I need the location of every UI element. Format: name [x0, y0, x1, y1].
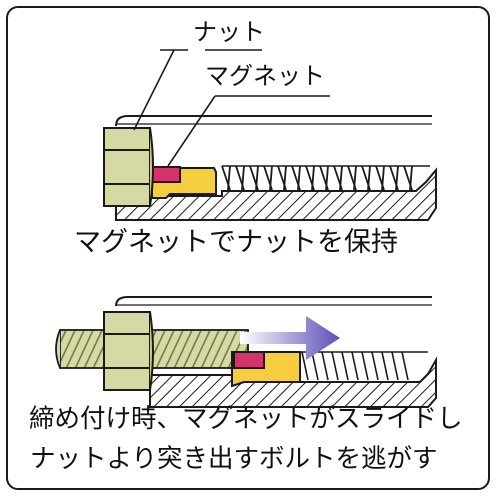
bottom-socket-section	[55, 296, 437, 408]
bolt	[55, 329, 249, 369]
nut-top	[103, 127, 154, 207]
diagram-frame	[6, 6, 490, 490]
caption-holding: マグネットでナットを保持	[74, 227, 398, 258]
label-nut: ナット	[193, 18, 265, 46]
caption-line1: 締め付け時、マグネットがスライドし	[29, 404, 463, 434]
top-socket-section	[103, 49, 437, 221]
spring-top	[221, 165, 413, 191]
spring-bottom	[301, 351, 409, 381]
magnet-bottom	[233, 351, 265, 369]
socket-wall-top	[115, 167, 437, 221]
caption-line2: ナットより突き出すボルトを逃がす	[30, 444, 438, 474]
label-magnet: マグネット	[205, 62, 325, 90]
slide-arrow	[240, 316, 340, 360]
magnet-top	[151, 166, 181, 183]
nut-bottom	[103, 311, 154, 391]
